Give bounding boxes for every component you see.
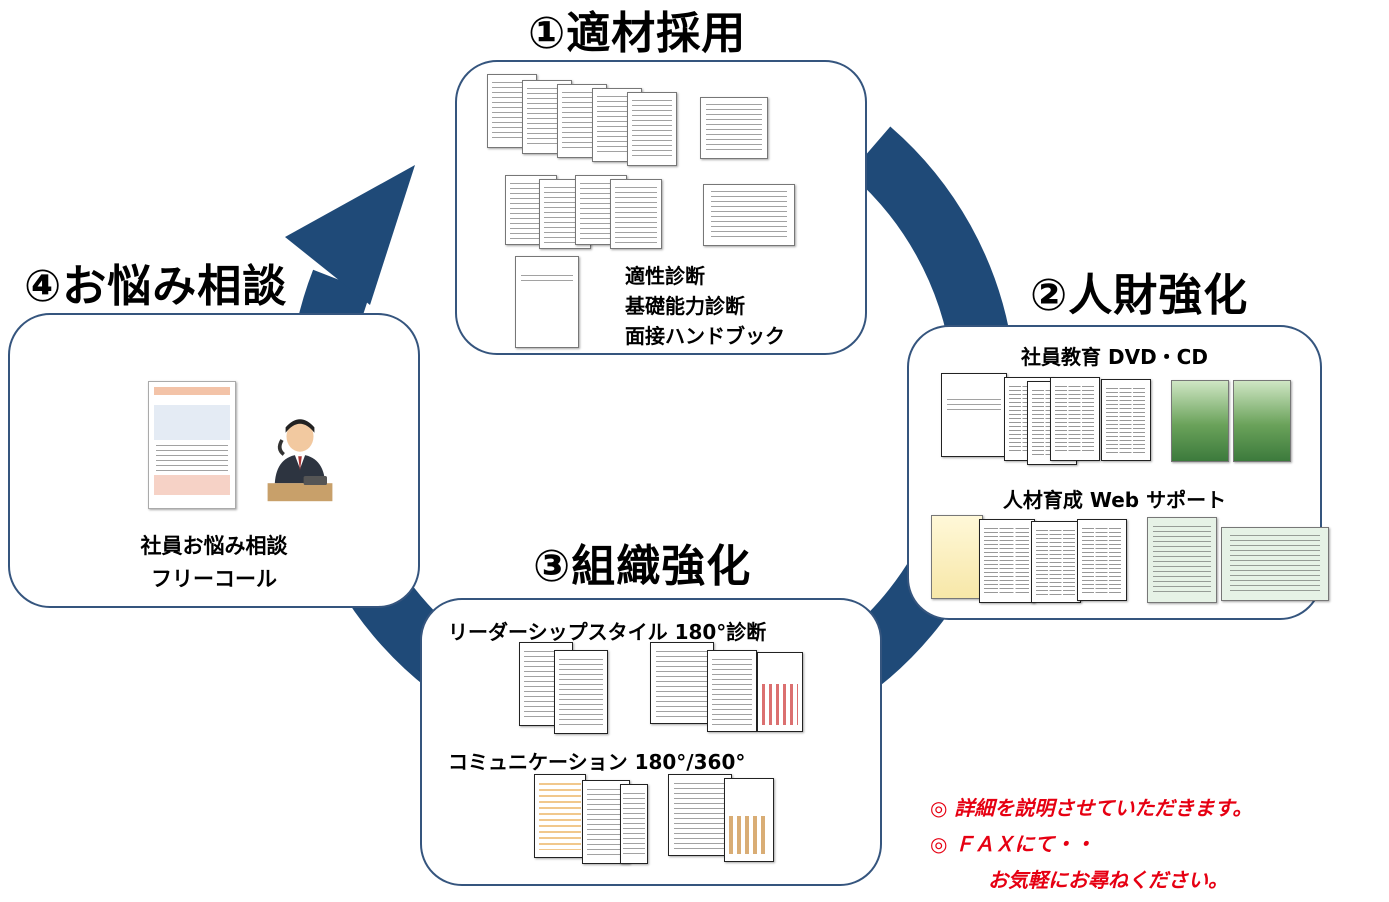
stage3-section-title: リーダーシップスタイル 180°診断 [448, 620, 767, 644]
stage3-doc [707, 650, 757, 732]
stage2-doc [1050, 377, 1100, 461]
note-line: ◎ 詳細を説明させていただきます。 [930, 796, 1253, 820]
stage1-doc [700, 97, 768, 159]
stage3-doc [554, 650, 608, 734]
stage2-web-doc [931, 515, 983, 599]
stage2-dvd-cover [1171, 380, 1229, 462]
stage1-box: 適性診断 基礎能力診断 面接ハンドブック [455, 60, 867, 355]
stage1-doc [515, 256, 579, 348]
cycle-arrow-head [285, 165, 415, 305]
stage4-flyer [148, 381, 236, 509]
stage2-web-doc [1031, 521, 1081, 603]
stage3-box: リーダーシップスタイル 180°診断 コミュニケーション 180°/360° [420, 598, 882, 886]
stage3-doc [650, 642, 714, 724]
stage1-label: 面接ハンドブック [625, 324, 785, 348]
stage2-section-title: 人材育成 Web サポート [1002, 488, 1227, 512]
stage3-doc [724, 778, 774, 862]
phone-operator-icon [267, 419, 333, 502]
stage1-label: 基礎能力診断 [625, 294, 745, 318]
stage3-doc [757, 652, 803, 732]
stage2-doc [1101, 379, 1151, 461]
stage1-title: ①適材採用 [528, 8, 747, 59]
stage4-box: 社員お悩み相談 フリーコール [8, 313, 420, 608]
stage4-title: ④お悩み相談 [24, 261, 288, 312]
stage4-label: 社員お悩み相談 [140, 534, 288, 558]
stage2-web-doc [1147, 517, 1217, 603]
stage2-dvd-cover [1233, 380, 1291, 462]
stage3-title: ③組織強化 [533, 541, 752, 592]
stage4-label: フリーコール [151, 567, 277, 591]
stage3-section-title: コミュニケーション 180°/360° [448, 750, 746, 774]
note-line: お気軽にお尋ねください。 [988, 868, 1228, 892]
stage2-title: ②人財強化 [1030, 270, 1249, 321]
stage2-box: 社員教育 DVD・CD 人材育成 Web サポート [907, 325, 1329, 620]
stage2-section-title: 社員教育 DVD・CD [1021, 345, 1208, 369]
stage3-doc [534, 774, 586, 858]
stage1-doc [627, 92, 677, 166]
stage2-web-doc [1221, 527, 1329, 601]
stage1-label: 適性診断 [625, 264, 705, 288]
stage2-web-doc [1077, 519, 1127, 601]
stage1-doc [703, 184, 795, 246]
stage3-doc [668, 774, 732, 856]
stage2-doc [941, 373, 1007, 457]
note-line: ◎ ＦＡＸにて・・ [930, 832, 1095, 856]
stage1-doc [610, 179, 662, 249]
stage2-web-doc [979, 519, 1035, 603]
stage3-doc [620, 784, 648, 864]
